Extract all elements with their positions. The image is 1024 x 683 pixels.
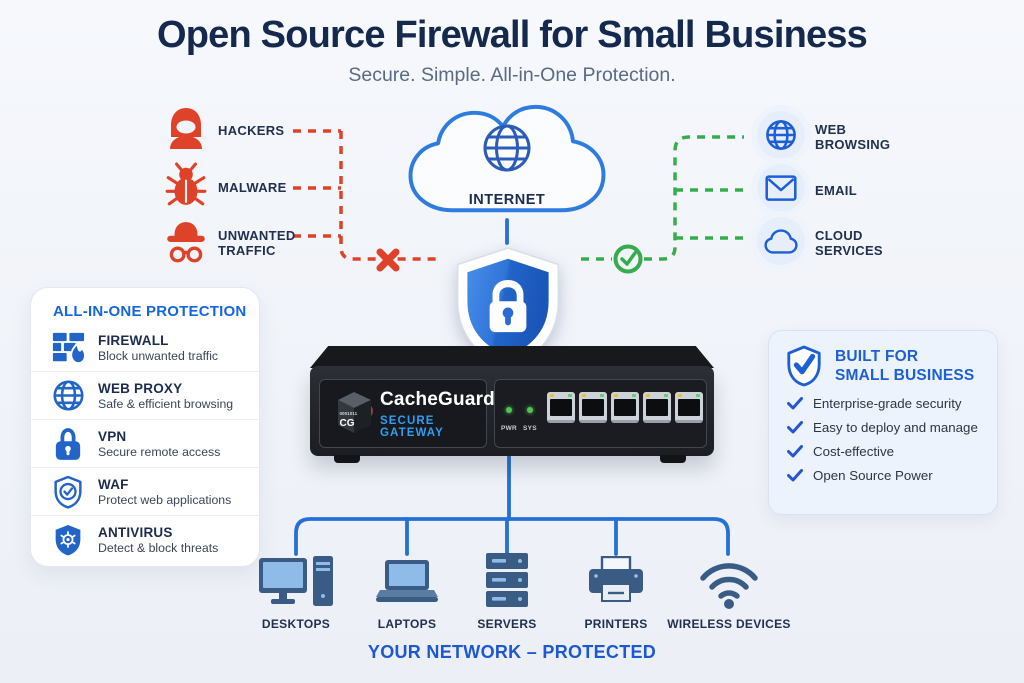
appliance-foot: [660, 455, 686, 463]
threat-label-malware: MALWARE: [218, 180, 287, 195]
business-panel-header: BUILT FOR SMALL BUSINESS: [785, 345, 997, 387]
check-icon: [787, 397, 803, 410]
business-benefit: Cost-effective: [787, 444, 997, 459]
device-label-wireless: WIRELESS DEVICES: [667, 617, 791, 631]
device-label-servers: SERVERS: [477, 617, 537, 631]
service-label-email: EMAIL: [815, 183, 857, 198]
protection-panel: ALL-IN-ONE PROTECTION FIREWALL Block unw…: [30, 287, 260, 567]
ethernet-port-icon: [675, 392, 703, 423]
protection-item-name: WAF: [98, 476, 129, 492]
cloud-services-badge: [757, 217, 805, 265]
globe-icon: [483, 124, 531, 172]
antivirus-shield-icon: [51, 522, 85, 558]
waf-shield-icon: [51, 474, 85, 510]
malware-bug-icon: [165, 162, 207, 210]
protection-item-desc: Detect & block threats: [98, 540, 219, 555]
blocked-x-icon: [376, 248, 400, 272]
protection-item-desc: Safe & efficient browsing: [98, 396, 234, 411]
cloud-icon: [764, 228, 798, 254]
ethernet-port-icon: [643, 392, 671, 423]
service-label-cloud-services: CLOUD SERVICES: [815, 228, 883, 259]
appliance-foot: [334, 455, 360, 463]
internet-label: INTERNET: [468, 192, 546, 208]
protection-item-name: WEB PROXY: [98, 380, 183, 396]
appliance-top-face: [310, 346, 714, 368]
server-icon: [486, 553, 528, 612]
check-icon: [787, 445, 803, 458]
web-globe-icon: [766, 120, 796, 150]
appliance-io-panel: PWR SYS: [494, 379, 707, 448]
hacker-icon: [166, 105, 208, 153]
protection-item-name: ANTIVIRUS: [98, 524, 173, 540]
network-protected-caption: YOUR NETWORK – PROTECTED: [367, 642, 657, 662]
power-led: PWR: [500, 407, 518, 435]
appliance-tagline: SECURE GATEWAY: [380, 415, 444, 439]
web-proxy-globe-icon: [51, 378, 85, 414]
ethernet-port-icon: [547, 392, 575, 423]
business-benefit: Enterprise-grade security: [787, 396, 997, 411]
protection-item-antivirus: ANTIVIRUS Detect & block threats: [31, 515, 259, 563]
email-icon: [765, 174, 797, 201]
laptop-icon: [376, 560, 438, 609]
shield-check-icon: [787, 345, 821, 387]
ethernet-port-icon: [611, 392, 639, 423]
appliance-logo-panel: 0001011 CG CacheGuard SECURE GATEWAY: [319, 379, 495, 448]
appliance-brand: CacheGuard: [380, 389, 495, 410]
business-benefit: Open Source Power: [787, 468, 997, 483]
protection-item-name: FIREWALL: [98, 332, 169, 348]
protection-item-web-proxy: WEB PROXY Safe & efficient browsing: [31, 371, 259, 419]
device-label-desktops: DESKTOPS: [261, 617, 331, 631]
business-panel-title: BUILT FOR SMALL BUSINESS: [835, 347, 975, 384]
internet-cloud: INTERNET: [398, 100, 616, 228]
svg-text:0001011: 0001011: [340, 411, 358, 416]
ethernet-port-icon: [579, 392, 607, 423]
printer-icon: [589, 555, 643, 613]
spy-icon: [165, 219, 207, 267]
web-browsing-badge: [757, 111, 805, 159]
appliance: 0001011 CG CacheGuard SECURE GATEWAY PWR…: [310, 366, 714, 456]
svg-text:CG: CG: [340, 418, 355, 429]
threat-label-unwanted-traffic: UNWANTED TRAFFIC: [218, 228, 296, 259]
email-badge: [757, 164, 805, 212]
page-title: Open Source Firewall for Small Business: [156, 14, 868, 56]
protection-item-name: VPN: [98, 428, 127, 444]
business-panel: BUILT FOR SMALL BUSINESS Enterprise-grad…: [768, 330, 998, 515]
protection-item-firewall: FIREWALL Block unwanted traffic: [31, 324, 259, 371]
device-label-laptops: LAPTOPS: [377, 617, 437, 631]
protection-panel-title: ALL-IN-ONE PROTECTION: [53, 303, 247, 320]
check-icon: [787, 469, 803, 482]
allowed-check-icon: [613, 244, 643, 274]
vpn-lock-icon: [51, 426, 85, 462]
service-label-web-browsing: WEB BROWSING: [815, 122, 891, 153]
desktop-icon: [259, 556, 333, 617]
page-subtitle: Secure. Simple. All-in-One Protection.: [348, 64, 676, 86]
protection-item-desc: Secure remote access: [98, 444, 221, 459]
protection-item-waf: WAF Protect web applications: [31, 467, 259, 515]
ethernet-ports: [547, 392, 703, 423]
threat-label-hackers: HACKERS: [218, 123, 285, 138]
protection-item-desc: Block unwanted traffic: [98, 348, 219, 363]
shield-lock-icon: [450, 244, 566, 372]
protection-item-desc: Protect web applications: [98, 492, 232, 507]
check-icon: [787, 421, 803, 434]
cacheguard-logo-icon: 0001011 CG: [338, 392, 373, 433]
wifi-icon: [698, 556, 760, 615]
system-led: SYS: [521, 407, 539, 435]
business-benefit: Easy to deploy and manage: [787, 420, 997, 435]
device-label-printers: PRINTERS: [584, 617, 648, 631]
firewall-icon: [51, 330, 85, 366]
protection-item-vpn: VPN Secure remote access: [31, 419, 259, 467]
